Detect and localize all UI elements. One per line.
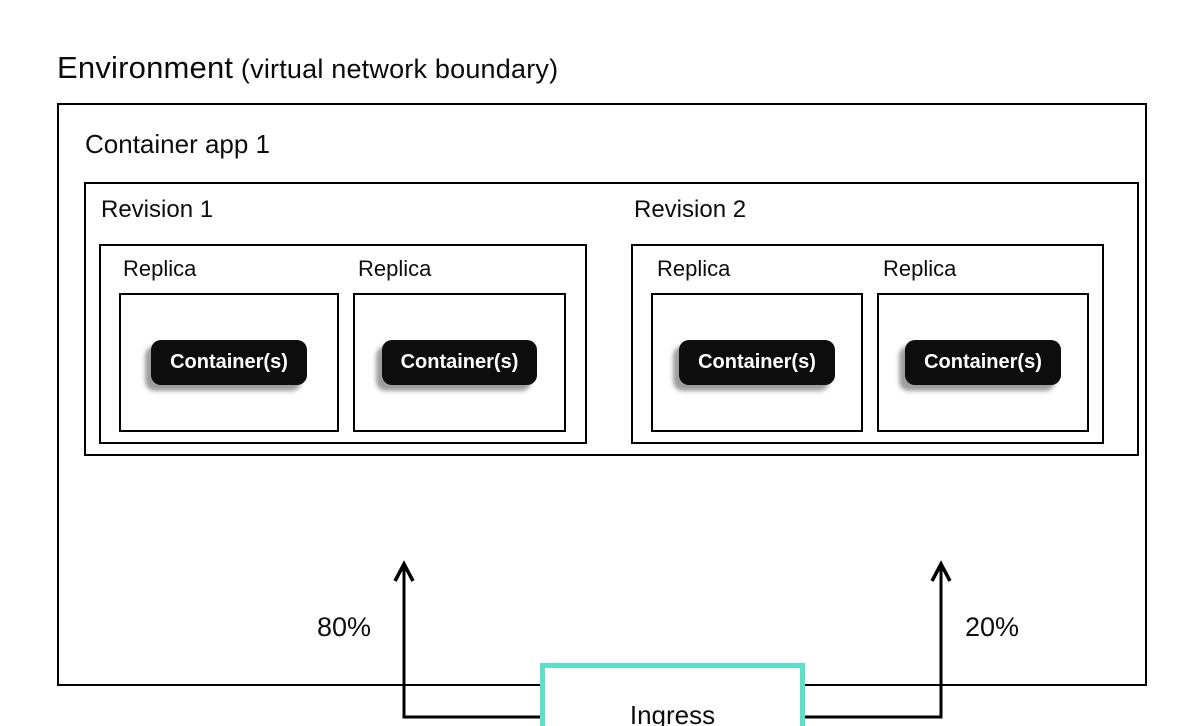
- revision-1-label: Revision 1: [101, 196, 214, 223]
- environment-title-suffix: (virtual network boundary): [233, 54, 559, 84]
- environment-title-main: Environment: [57, 50, 234, 85]
- traffic-arrow-revision-2-head: [930, 560, 952, 582]
- container-app-box: Revision 1 Replica Container(s) Replica …: [84, 182, 1139, 456]
- revision-2-box: Replica Container(s) Replica Container(s…: [631, 244, 1104, 444]
- traffic-arrow-revision-2-line: [805, 566, 943, 719]
- container-app-label: Container app 1: [85, 129, 271, 159]
- revision-2-replica-2-containers-pill: Container(s): [905, 340, 1061, 385]
- revision-1-replica-1-label: Replica: [123, 256, 197, 281]
- revision-2-label: Revision 2: [634, 196, 747, 223]
- revision-2-replica-1-box: Container(s): [651, 293, 863, 432]
- revision-2-replica-1-label: Replica: [657, 256, 731, 281]
- traffic-percent-revision-2: 20%: [965, 612, 1020, 642]
- traffic-percent-revision-1: 80%: [317, 612, 372, 642]
- revision-1-replica-2-box: Container(s): [353, 293, 566, 432]
- revision-2-replica-1-containers-pill: Container(s): [679, 340, 835, 385]
- traffic-arrow-revision-1-line: [402, 566, 541, 719]
- ingress-box: Ingress: [540, 663, 805, 726]
- traffic-arrow-revision-1-head: [393, 560, 415, 582]
- revision-2-replica-2-label: Replica: [883, 256, 957, 281]
- environment-title: Environment (virtual network boundary): [57, 50, 558, 87]
- revision-1-replica-2-label: Replica: [358, 256, 432, 281]
- revision-1-replica-1-box: Container(s): [119, 293, 339, 432]
- revision-1-box: Replica Container(s) Replica Container(s…: [99, 244, 587, 444]
- environment-boundary-box: Container app 1 Revision 1 Replica Conta…: [57, 103, 1147, 726]
- ingress-label: Ingress: [629, 700, 716, 726]
- revision-2-replica-2-box: Container(s): [877, 293, 1089, 432]
- revision-1-replica-2-containers-pill: Container(s): [381, 340, 538, 385]
- revision-1-replica-1-containers-pill: Container(s): [151, 340, 307, 385]
